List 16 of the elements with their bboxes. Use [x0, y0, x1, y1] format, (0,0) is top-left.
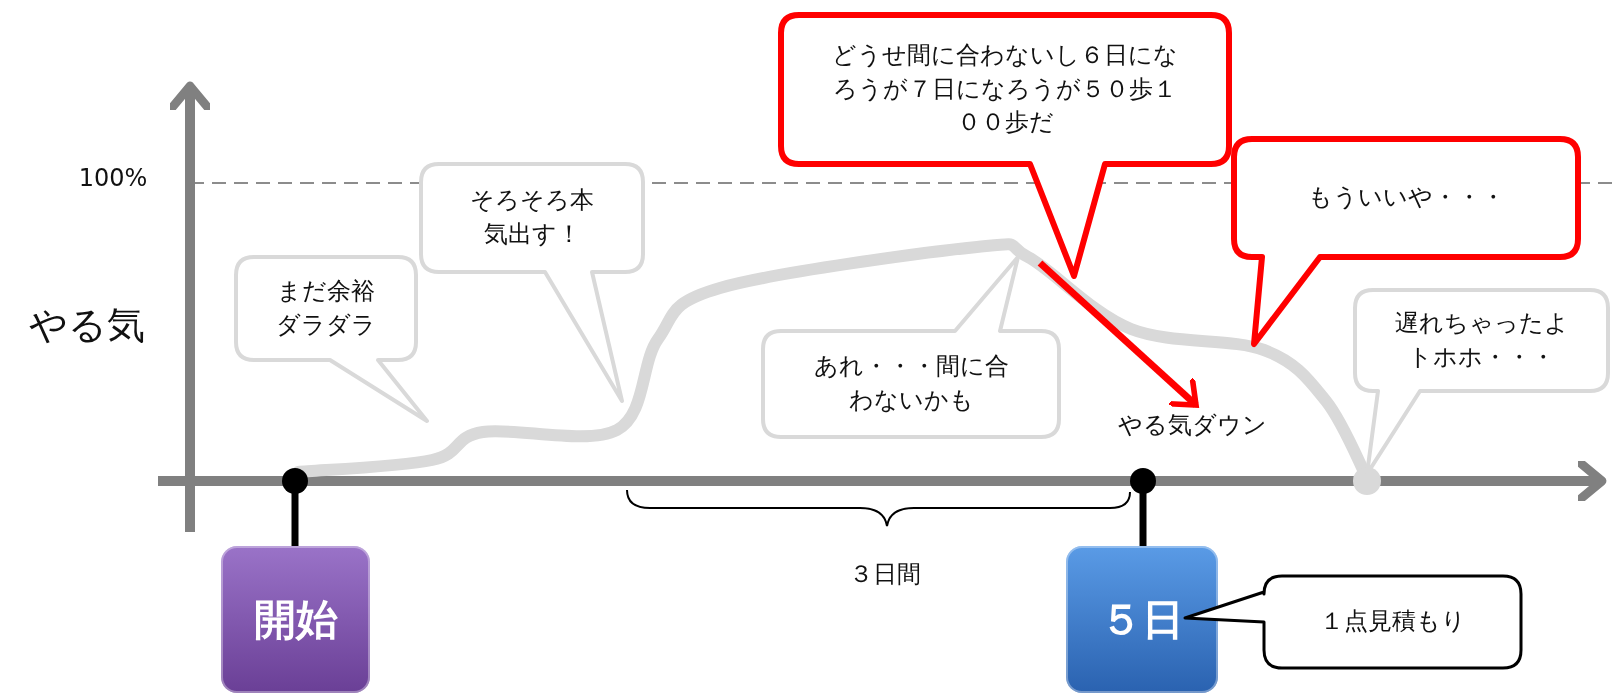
callout-text: やる気ダウン [1100, 406, 1285, 444]
bubble-text: 遅れちゃったよトホホ・・・ [1394, 307, 1569, 373]
bubble-text: もういいや・・・ [1306, 182, 1506, 214]
axis-title: やる気 [28, 302, 146, 349]
bubble-text: あれ・・・間に合わないかも [812, 351, 1010, 416]
bubble-text: そろそろ本気出す！ [469, 185, 595, 250]
axis-label: 100% [77, 164, 149, 192]
bubble-text: どうせ間に合わないし６日になろうが７日になろうが５０歩１００歩だ [831, 40, 1179, 139]
arrow [1037, 260, 1199, 408]
timeline-pin [1130, 468, 1156, 546]
bubble-text: まだ余裕ダラダラ [275, 275, 377, 341]
bubble-text: １点見積もり [1318, 606, 1467, 638]
start-box: 開始 [221, 546, 370, 693]
timeline-pin [282, 468, 308, 546]
span-label: ３日間 [848, 559, 922, 590]
date-box: ５日 [1066, 546, 1218, 693]
